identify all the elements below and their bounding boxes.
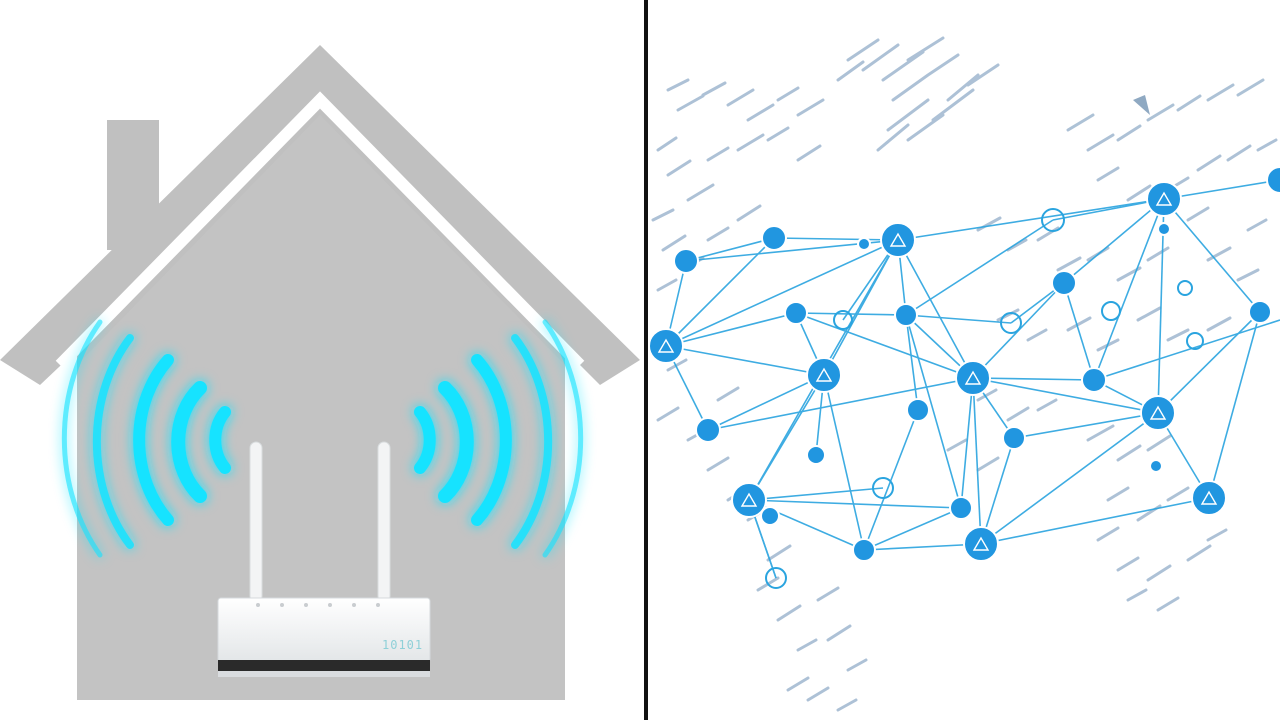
router-label: 10101 — [382, 638, 424, 652]
panel-divider — [644, 0, 648, 720]
network-node-icon — [648, 166, 1280, 589]
home-wifi-illustration: 10101 — [0, 45, 640, 700]
roof-outline — [55, 91, 585, 370]
global-network-illustration — [648, 0, 1280, 720]
wifi-signal-icon — [414, 319, 584, 558]
world-map-icon — [648, 36, 1280, 712]
router-icon — [217, 441, 431, 677]
house-icon — [0, 45, 640, 700]
wifi-signal-icon — [61, 319, 231, 558]
